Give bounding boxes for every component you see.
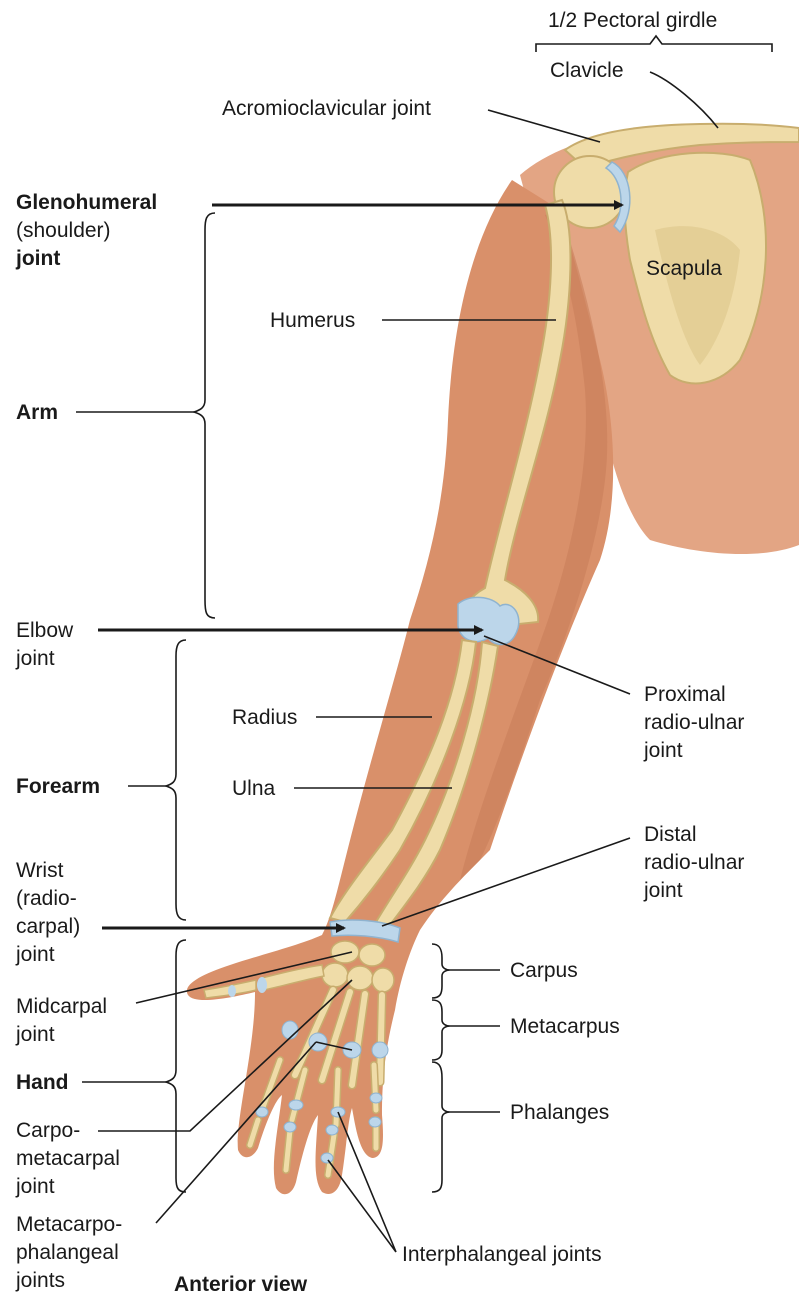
arm-label: Arm — [16, 400, 58, 425]
distal-radioulnar-label-line3: joint — [644, 878, 683, 903]
forearm-bracket — [166, 640, 186, 920]
carpometacarpal-label-line3: joint — [16, 1174, 55, 1199]
clavicle-label: Clavicle — [550, 58, 624, 83]
interphalangeal-label: Interphalangeal joints — [402, 1242, 602, 1267]
carpometacarpal-label-line2: metacarpal — [16, 1146, 120, 1171]
humerus-label: Humerus — [270, 308, 355, 333]
midcarpal-label-line1: Midcarpal — [16, 994, 107, 1019]
radius-label: Radius — [232, 705, 297, 730]
distal-radioulnar-label-line1: Distal — [644, 822, 697, 847]
proximal-radioulnar-label-line3: joint — [644, 738, 683, 763]
wrist-label-line2: (radio- — [16, 886, 77, 911]
metacarpus-bracket — [432, 1000, 450, 1060]
carpus-bracket — [432, 944, 450, 998]
metacarpophalangeal-label-line2: phalangeal — [16, 1240, 119, 1265]
glenohumeral-label-line3: joint — [16, 246, 60, 271]
wrist-label-line3: carpal) — [16, 914, 80, 939]
pectoral-girdle-label: 1/2 Pectoral girdle — [548, 8, 717, 33]
forearm-label: Forearm — [16, 774, 100, 799]
distal-radioulnar-label-line2: radio-ulnar — [644, 850, 744, 875]
glenohumeral-label-line2: (shoulder) — [16, 218, 111, 243]
elbow-label-line2: joint — [16, 646, 55, 671]
ulna-label: Ulna — [232, 776, 275, 801]
acromioclavicular-label: Acromioclavicular joint — [222, 96, 431, 121]
hand-bracket — [166, 940, 186, 1192]
metacarpophalangeal-label-line1: Metacarpo- — [16, 1212, 122, 1237]
proximal-radioulnar-label-line2: radio-ulnar — [644, 710, 744, 735]
metacarpophalangeal-label-line3: joints — [16, 1268, 65, 1293]
midcarpal-label-line2: joint — [16, 1022, 55, 1047]
clavicle-leader — [650, 72, 718, 128]
hand-label: Hand — [16, 1070, 69, 1095]
proximal-radioulnar-label-line1: Proximal — [644, 682, 726, 707]
carpometacarpal-label-line1: Carpo- — [16, 1118, 80, 1143]
wrist-label-line1: Wrist — [16, 858, 63, 883]
phalanges-label: Phalanges — [510, 1100, 609, 1125]
anterior-view-caption: Anterior view — [174, 1272, 307, 1297]
glenohumeral-label-line1: Glenohumeral — [16, 190, 157, 215]
acromioclavicular-leader — [488, 110, 600, 142]
elbow-label-line1: Elbow — [16, 618, 73, 643]
metacarpus-label: Metacarpus — [510, 1014, 620, 1039]
pectoral-girdle-bracket — [536, 36, 772, 52]
scapula-label: Scapula — [646, 256, 722, 281]
phalanges-bracket — [432, 1062, 450, 1192]
arm-bracket — [194, 213, 215, 618]
wrist-label-line4: joint — [16, 942, 55, 967]
carpus-label: Carpus — [510, 958, 578, 983]
